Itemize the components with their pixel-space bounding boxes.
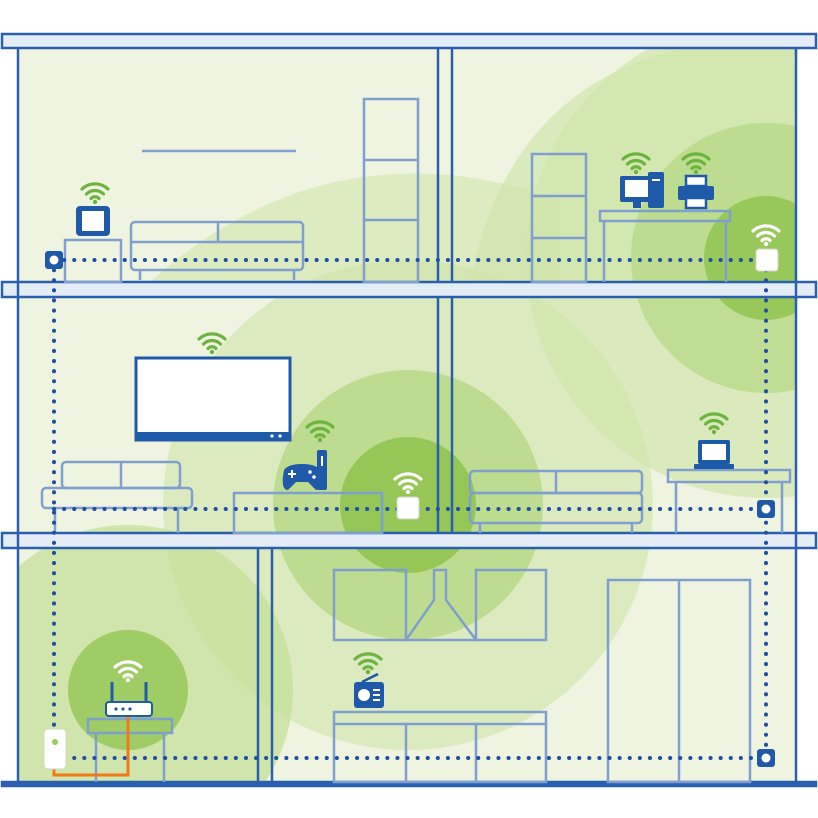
tablet-icon xyxy=(76,182,110,236)
building-walls xyxy=(16,48,798,782)
powerline-adapters xyxy=(43,224,781,770)
wall-socket-middle-right xyxy=(757,500,775,518)
office-desk xyxy=(598,209,732,282)
wall-socket-ground-right xyxy=(757,749,775,767)
base-powerline-adapter xyxy=(43,728,67,770)
desktop-computer-icon xyxy=(620,152,664,208)
floor-slab-lower xyxy=(0,531,818,550)
devices xyxy=(76,152,734,717)
sofa-top-left xyxy=(129,220,305,280)
laptop-icon xyxy=(694,412,734,469)
laptop-desk xyxy=(666,468,792,533)
floor-slab-upper xyxy=(0,280,818,299)
smart-tv-icon xyxy=(134,332,292,442)
roof-slab xyxy=(0,32,818,50)
kitchen-cabinets xyxy=(332,568,548,784)
game-console-icon xyxy=(282,420,335,490)
tv-cabinet xyxy=(232,491,384,535)
wifi-powerline-adapter-top xyxy=(751,224,781,272)
coverage-wash-top xyxy=(150,173,560,282)
radio-icon xyxy=(353,652,384,708)
powerline-network xyxy=(52,258,768,760)
wifi-powerline-adapter-middle xyxy=(393,472,423,520)
shelf-unit-top-right xyxy=(530,152,588,284)
wall-socket-top-left xyxy=(45,251,63,269)
sofa-middle-left xyxy=(40,460,194,533)
wardrobe xyxy=(606,578,752,784)
router-icon xyxy=(105,660,153,717)
bookcase-top-left xyxy=(362,97,420,284)
furniture xyxy=(40,97,792,784)
sofa-middle-right xyxy=(468,469,644,533)
printer-icon xyxy=(678,152,714,210)
wall-sockets xyxy=(45,251,775,767)
